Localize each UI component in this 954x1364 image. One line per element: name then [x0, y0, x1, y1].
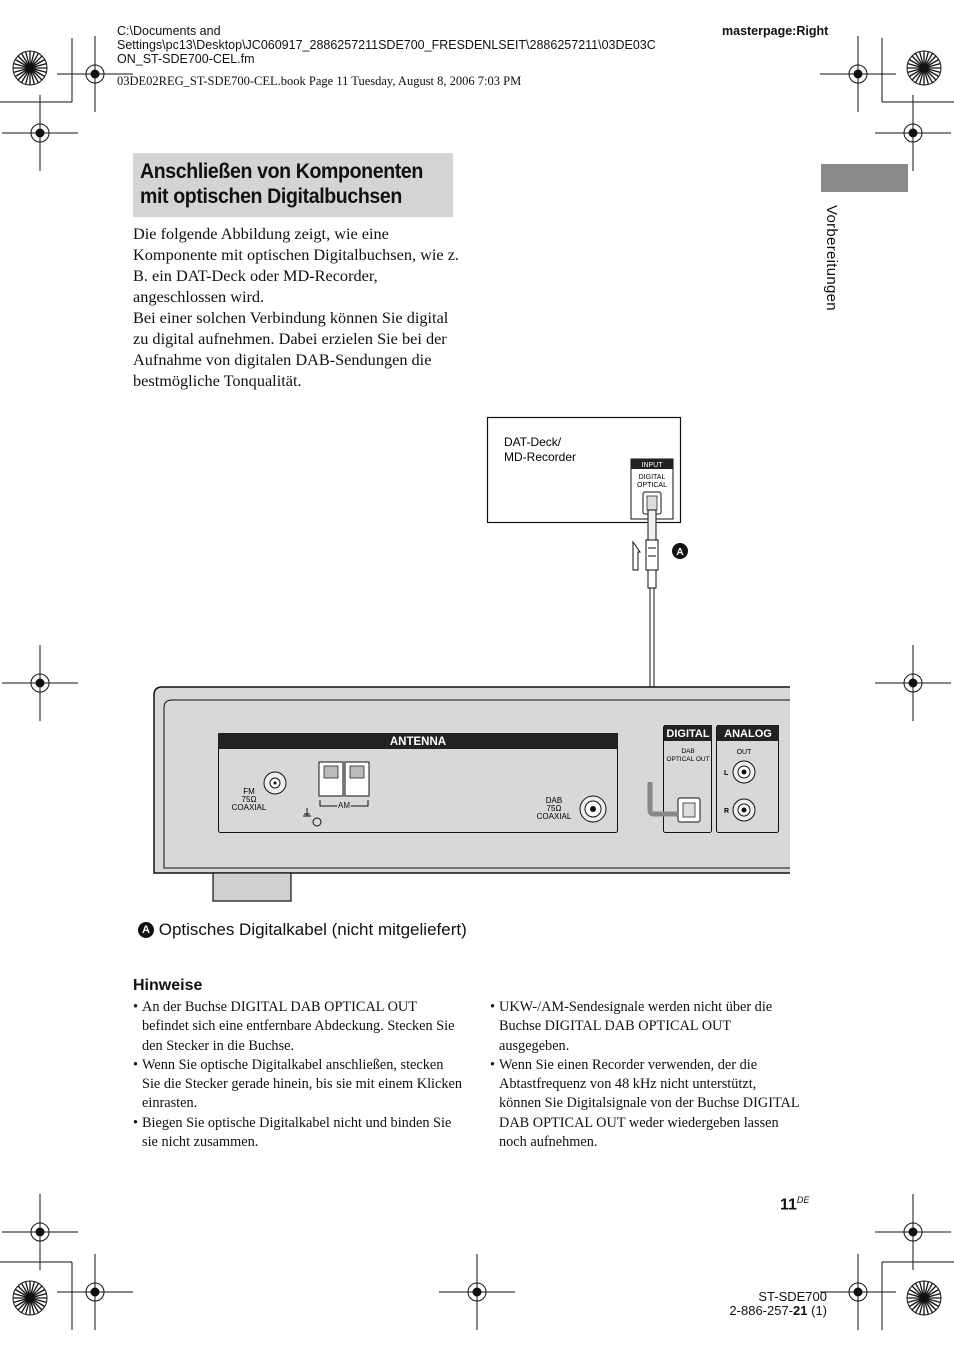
notes-heading: Hinweise [133, 977, 203, 994]
registration-star [906, 50, 942, 86]
note-item: An der Buchse DIGITAL DAB OPTICAL OUT be… [133, 998, 463, 1056]
registration-mark [2, 645, 78, 721]
digital-sub-2: OPTICAL OUT [666, 756, 709, 763]
connection-diagram: DAT-Deck/ MD-Recorder INPUT DIGITAL OPTI… [153, 416, 790, 902]
registration-mark [820, 1254, 896, 1330]
book-info: 03DE02REG_ST-SDE700-CEL.book Page 11 Tue… [117, 74, 522, 88]
registration-mark [875, 95, 951, 171]
registration-mark [2, 1194, 78, 1270]
caption-text: Optisches Digitalkabel (nicht mitgeliefe… [158, 920, 467, 939]
analog-out: OUT [737, 749, 753, 756]
page-number: 11DE [780, 1195, 810, 1214]
dab-label-3: COAXIAL [537, 812, 572, 821]
input-optical: OPTICAL [637, 482, 667, 489]
title-line-1: Anschließen von Komponenten [140, 160, 423, 183]
note-item: UKW-/AM-Sendesignale werden nicht über d… [490, 998, 800, 1056]
registration-mark [875, 645, 951, 721]
am-label: AM [338, 801, 350, 810]
figure-caption: A Optisches Digitalkabel (nicht mitgelie… [138, 920, 467, 940]
dab-label-2: 75Ω [547, 804, 562, 813]
registration-star [12, 50, 48, 86]
antenna-label: ANTENNA [390, 736, 446, 748]
note-item: Wenn Sie optische Digitalkabel anschließ… [133, 1056, 463, 1114]
registration-mark [820, 36, 896, 112]
input-tag: INPUT [642, 462, 664, 469]
digital-sub-1: DAB [681, 748, 694, 755]
masterpage-label: masterpage:Right [722, 24, 829, 38]
registration-mark [439, 1254, 515, 1330]
device-label-2: MD-Recorder [504, 450, 576, 464]
note-item: Biegen Sie optische Digitalkabel nicht u… [133, 1114, 463, 1153]
registration-star [12, 1280, 48, 1316]
registration-mark [57, 36, 133, 112]
dab-label-1: DAB [546, 796, 562, 805]
cable-marker: A [676, 547, 683, 558]
registration-mark [57, 1254, 133, 1330]
fm-label-3: COAXIAL [232, 803, 267, 812]
registration-star [906, 1280, 942, 1316]
input-digital: DIGITAL [639, 474, 666, 481]
digital-header: DIGITAL [666, 728, 709, 740]
model-name: ST-SDE700 [758, 1289, 827, 1304]
section-title: Anschließen von Komponenten mit optische… [133, 153, 453, 217]
note-item: Wenn Sie einen Recorder verwenden, der d… [490, 1056, 800, 1152]
part-number: 2-886-257-21 (1) [729, 1303, 827, 1318]
intro-paragraph-1: Die folgende Abbildung zeigt, wie eine K… [133, 224, 460, 306]
section-tab [821, 164, 908, 192]
intro-text: Die folgende Abbildung zeigt, wie eine K… [133, 223, 463, 391]
caption-marker: A [138, 922, 154, 938]
file-path: C:\Documents and Settings\pc13\Desktop\J… [117, 24, 656, 66]
notes-column-2: UKW-/AM-Sendesignale werden nicht über d… [490, 998, 800, 1152]
intro-paragraph-2: Bei einer solchen Verbindung können Sie … [133, 308, 449, 390]
registration-mark [875, 1194, 951, 1270]
fm-label-2: 75Ω [242, 795, 257, 804]
notes-column-1: An der Buchse DIGITAL DAB OPTICAL OUT be… [133, 998, 463, 1152]
section-tab-label: Vorbereitungen [823, 205, 840, 311]
registration-mark [2, 95, 78, 171]
title-line-2: mit optischen Digitalbuchsen [140, 185, 402, 208]
analog-header: ANALOG [724, 728, 772, 740]
analog-r: R [724, 808, 729, 815]
analog-l: L [724, 770, 729, 777]
fm-label-1: FM [243, 787, 255, 796]
device-label-1: DAT-Deck/ [504, 435, 562, 449]
model-info: ST-SDE700 2-886-257-21 (1) [723, 1290, 827, 1318]
